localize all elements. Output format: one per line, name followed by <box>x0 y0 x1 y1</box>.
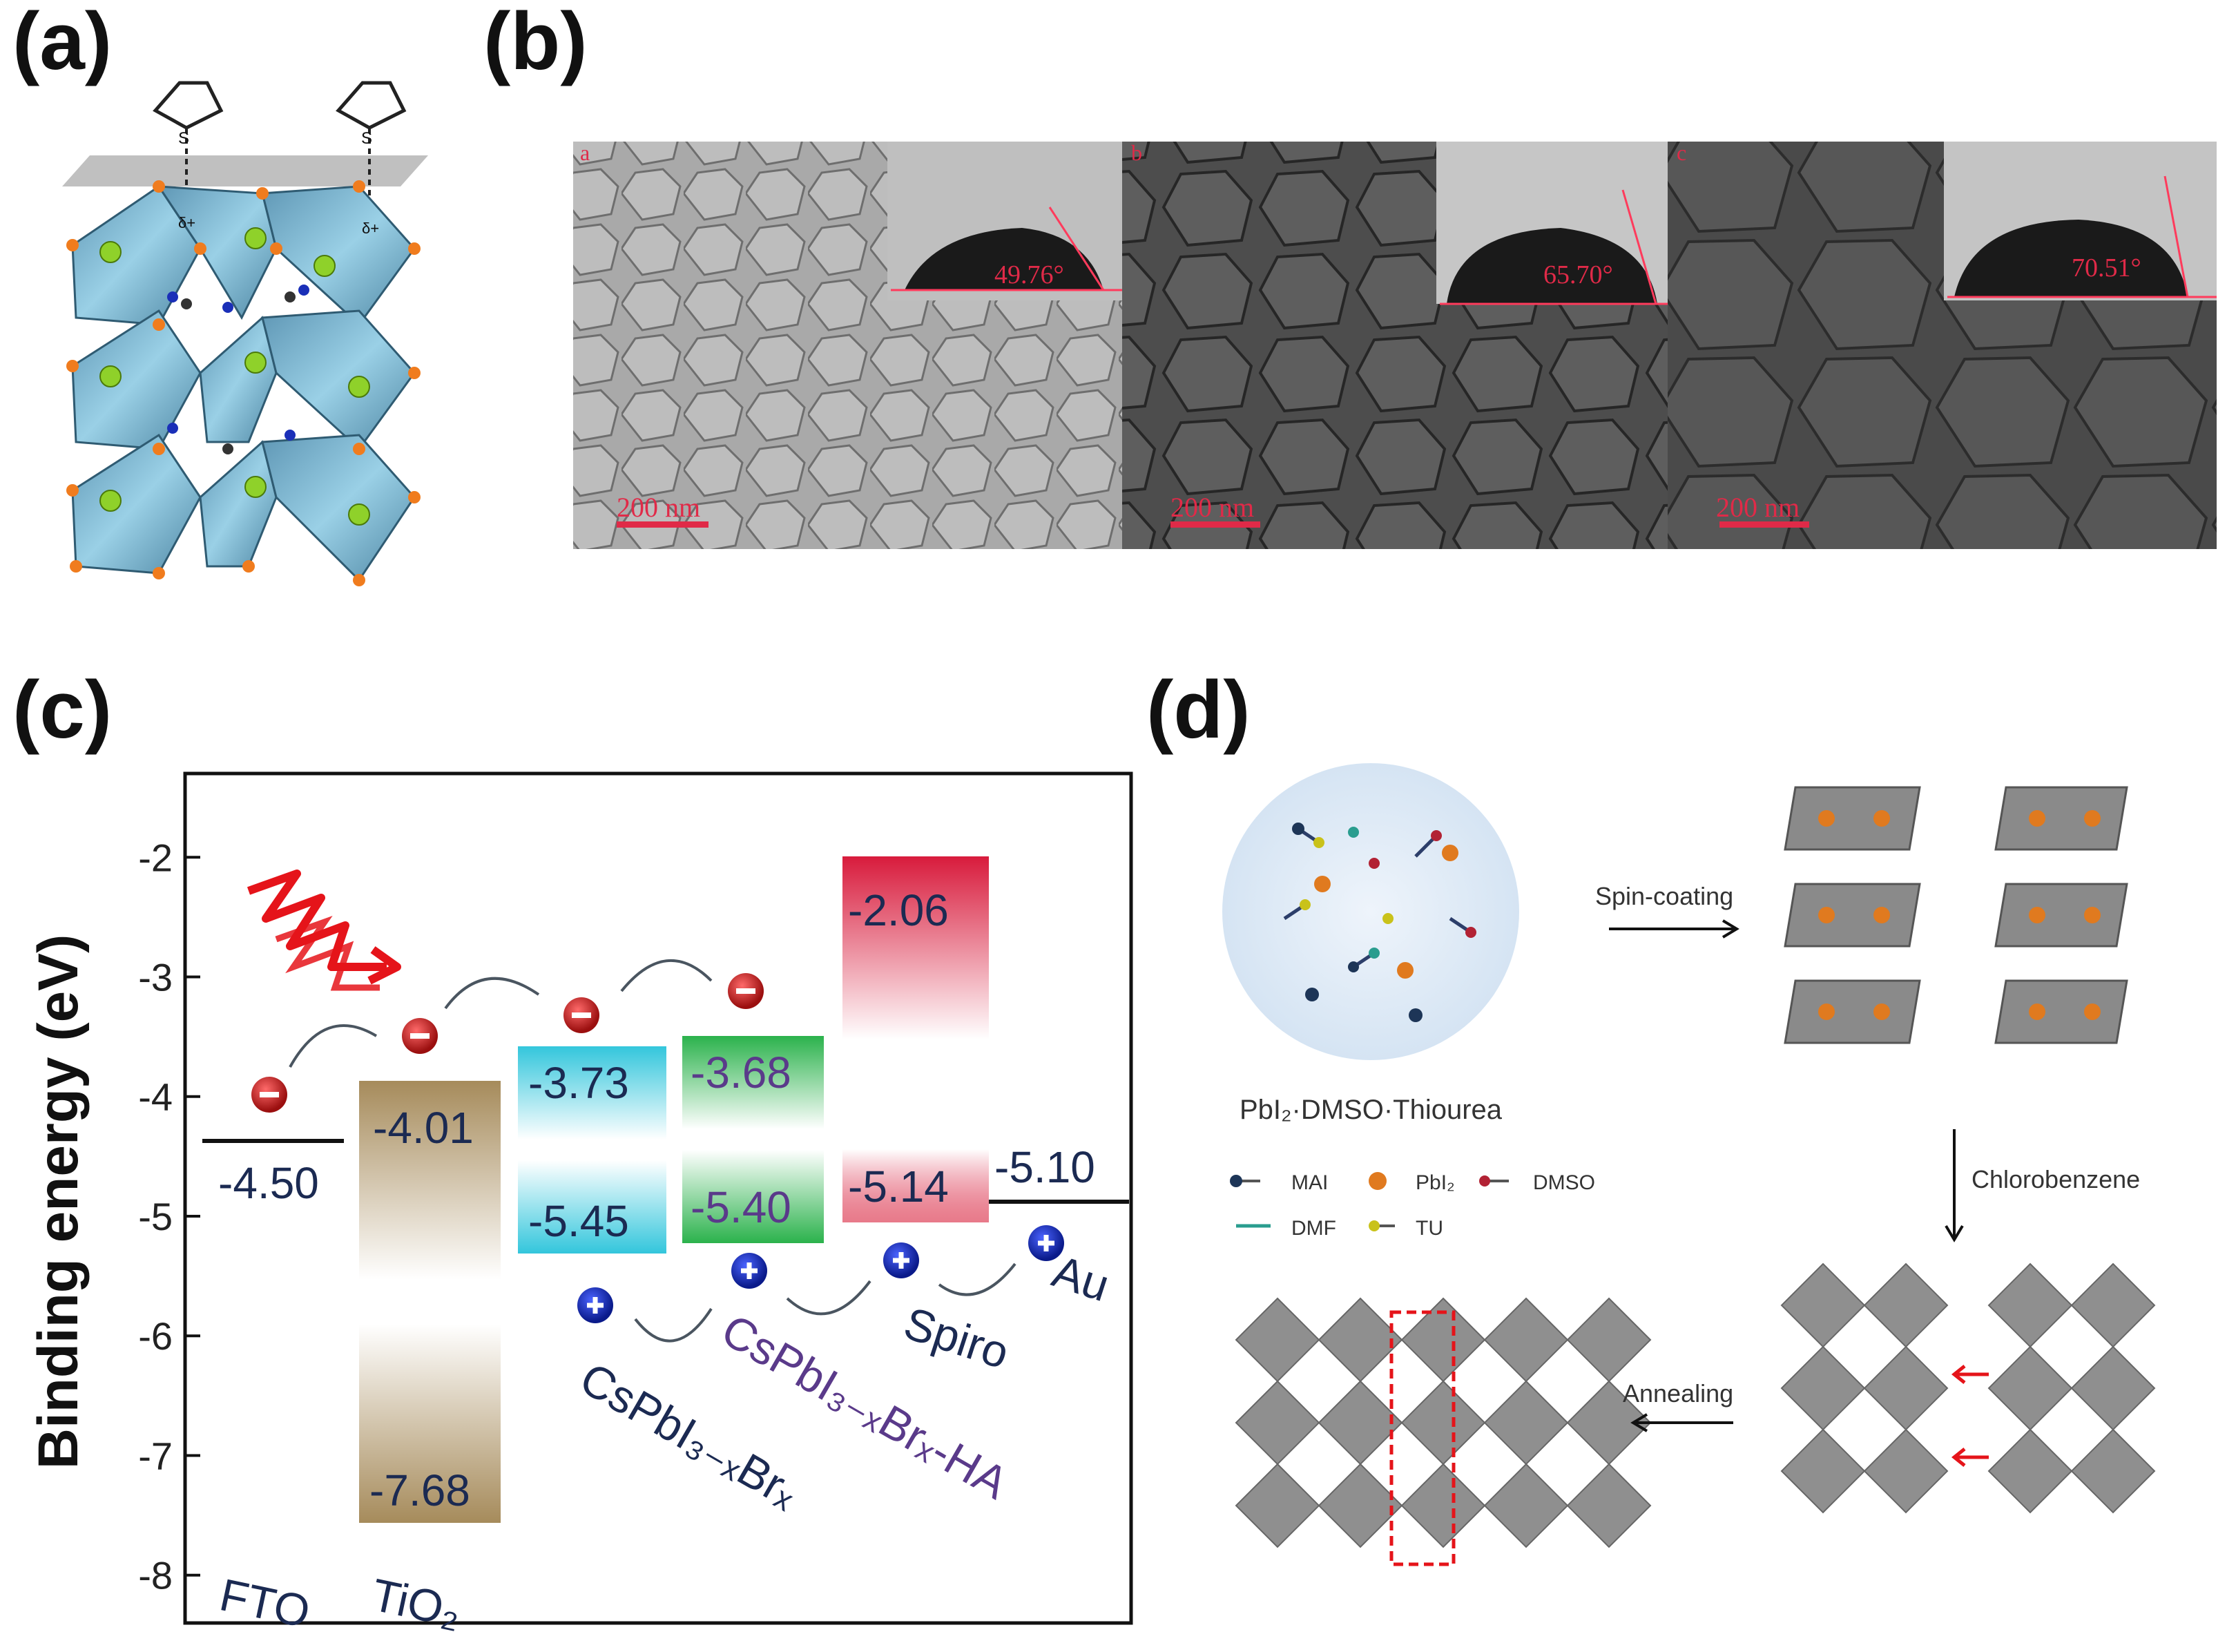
contact-angle-inset-a <box>887 142 1122 300</box>
material-label: TiO₂ <box>367 1568 465 1637</box>
legend-label: MAI <box>1291 1171 1328 1194</box>
contact-angle-inset-b <box>1436 142 1668 305</box>
panel-label-d: (d) <box>1146 664 1251 756</box>
y-tick-label: -8 <box>138 1554 173 1597</box>
octahedra-lattice <box>71 184 416 582</box>
y-tick-label: -3 <box>138 956 173 999</box>
material-label: FTO <box>215 1568 314 1637</box>
panel-a-structure: S S δ+ <box>62 81 428 586</box>
sem-image-letter: b <box>1131 140 1142 165</box>
scale-bar-label: 200 nm <box>617 492 700 523</box>
after-chlorobenzene-lattice <box>1780 1262 2156 1514</box>
final-perovskite-lattice <box>1235 1297 1652 1548</box>
panel-label-b: (b) <box>483 0 588 87</box>
band-tio2 <box>359 1081 501 1523</box>
legend-label: PbI₂ <box>1416 1171 1455 1194</box>
unit-cell-highlight <box>1389 1310 1456 1566</box>
level-value: -3.73 <box>528 1058 629 1108</box>
level-value: -7.68 <box>369 1466 470 1515</box>
light-wave-arrow <box>275 916 380 991</box>
pb-atoms <box>99 227 370 526</box>
iodide-atoms <box>66 180 421 586</box>
red-arrows <box>1951 1365 1989 1467</box>
organic-cations <box>167 285 309 454</box>
legend-label: TU <box>1416 1217 1443 1240</box>
intermediate-phase <box>1784 786 2128 1044</box>
solution-bubble <box>1222 763 1519 1060</box>
level-value: -5.40 <box>691 1182 791 1232</box>
material-label: Spiro <box>898 1297 1015 1379</box>
band-cspbi-ha <box>682 1036 824 1243</box>
level-value: -5.10 <box>994 1142 1095 1192</box>
y-axis-label: Binding energy (eV) <box>27 934 90 1470</box>
electron-icons <box>251 973 764 1113</box>
pb-atoms <box>1818 810 2101 1020</box>
panel-label-c: (c) <box>12 664 113 756</box>
level-value: -4.01 <box>373 1103 474 1153</box>
hole-icons <box>577 1225 1064 1323</box>
scale-bar-label: 200 nm <box>1170 492 1254 523</box>
y-tick-label: -6 <box>138 1314 173 1358</box>
panel-c-energy-diagram: Binding energy (eV) -2 -3 -4 -5 -6 -7 -8 -4.50… <box>27 771 1133 1637</box>
scale-bar-label: 200 nm <box>1716 492 1800 523</box>
step-label-annealing: Annealing <box>1623 1379 1733 1408</box>
solution-label: PbI₂·DMSO·Thiourea <box>1240 1095 1503 1125</box>
contact-angle-value: 65.70° <box>1543 260 1613 289</box>
plot-frame <box>183 771 1133 1625</box>
y-tick-label: -2 <box>138 836 173 879</box>
legend-label: DMF <box>1291 1217 1336 1240</box>
panel-b-sem: 49.76° 65.70° 70.51° 200 nm 200 nm 200 n… <box>573 140 2217 549</box>
contact-angle-value: 70.51° <box>2072 253 2141 282</box>
process-arrows <box>1609 919 1964 1432</box>
y-tick-label: -5 <box>138 1195 173 1238</box>
surface-plane <box>62 155 428 186</box>
step-label-spin-coating: Spin-coating <box>1595 882 1733 910</box>
solution-molecules <box>1283 823 1476 1022</box>
sem-image-letter: c <box>1677 140 1686 165</box>
level-value: -4.50 <box>218 1158 319 1208</box>
band-spiro <box>842 856 989 1222</box>
scale-bars <box>617 521 1809 528</box>
level-value: -5.45 <box>528 1196 629 1246</box>
light-wave-arrow <box>247 870 401 985</box>
level-value: -5.14 <box>848 1162 949 1211</box>
y-tick-label: -4 <box>138 1075 173 1119</box>
y-tick-label: -7 <box>138 1434 173 1477</box>
step-label-chlorobenzene: Chlorobenzene <box>1971 1165 2140 1193</box>
contact-angle-value: 49.76° <box>994 260 1064 289</box>
legend-label: DMSO <box>1533 1171 1595 1194</box>
sulfur-label: S <box>361 129 372 148</box>
level-value: -3.68 <box>691 1048 791 1097</box>
level-value: -2.06 <box>848 885 949 935</box>
y-axis-ticks: -2 -3 -4 -5 -6 -7 -8 <box>138 836 200 1597</box>
panel-d-schematic: PbI₂·DMSO·Thiourea MAI PbI₂ DMSO DMF TU <box>1222 763 2156 1566</box>
transfer-arrows <box>289 959 1016 1343</box>
sem-image-letter: a <box>580 140 590 165</box>
band-cspbi <box>518 1046 666 1254</box>
contact-angle-inset-c <box>1944 142 2217 300</box>
charge-label: δ+ <box>362 220 379 237</box>
legend: MAI PbI₂ DMSO DMF TU <box>1230 1171 1595 1240</box>
panel-label-a: (a) <box>12 0 113 87</box>
charge-label: δ+ <box>178 214 195 231</box>
sulfur-label: S <box>178 129 189 148</box>
